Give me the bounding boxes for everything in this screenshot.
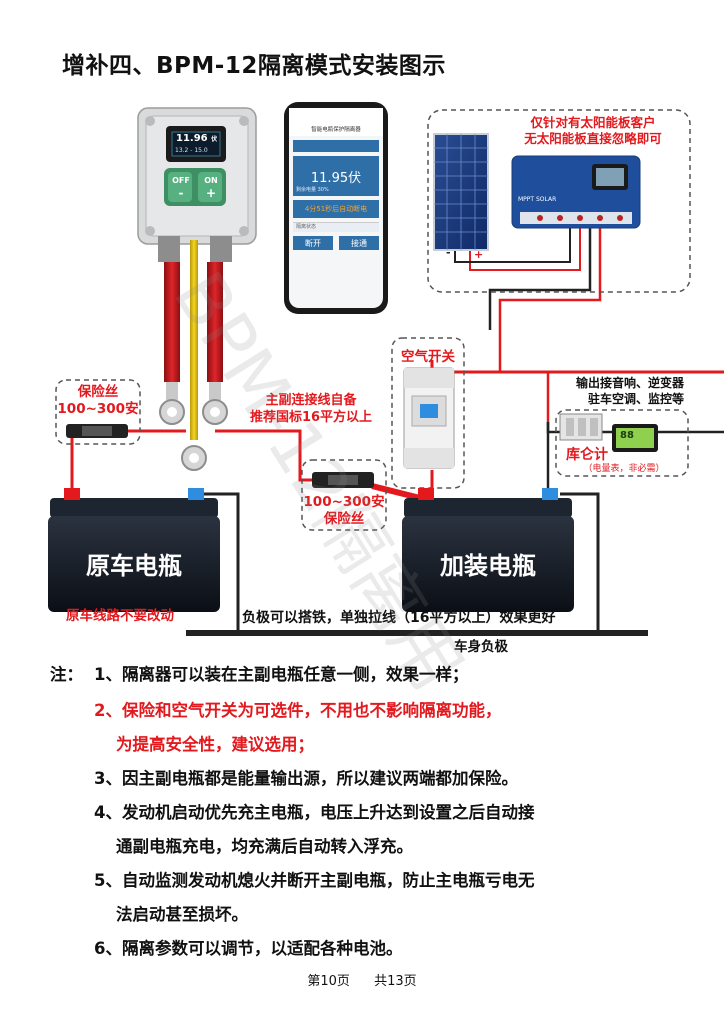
device-off-button: OFF [172,176,190,185]
note-item: 6、隔离参数可以调节，以适配各种电池。 [94,939,403,958]
solar-plus-icon: + [474,248,484,261]
meter-display: 88 [620,430,634,441]
phone-voltage: 11.95伏 [310,171,362,186]
page-number: 第10页 [307,974,350,989]
fuse-middle [312,472,374,488]
phone-countdown: 4分51秒后自动断电 [304,205,368,213]
phone-status: 剩余电量 30% [296,187,329,193]
note-item: 1、隔离器可以装在主副电瓶任意一侧，效果一样； [94,665,469,684]
meter-label: 库仑计 [566,447,608,463]
device-plus-icon: + [205,186,217,200]
battery-added-label: 加装电瓶 [440,552,536,580]
page-title: 增补四、BPM-12隔离模式安装图示 [62,53,446,79]
note-item: 5、自动监测发动机熄火并断开主副电瓶，防止主电瓶亏电无 [94,871,535,890]
device-on-button: ON [204,176,218,185]
phone-header: 智能电瓶保护隔离器 [311,127,361,133]
controller-brand: MPPT SOLAR [518,196,557,203]
device-minus-icon: - [178,186,184,200]
note-item: 2、保险和空气开关为可选件，不用也不影响隔离功能， [94,701,502,720]
notes-prefix: 注： [50,665,83,684]
meter-sub-label: （电量表，非必需） [583,464,665,474]
solar-note: 仅针对有太阳能板客户 无太阳能板直接忽略即可 [524,115,662,146]
isolator-device [137,107,257,262]
solar-minus-icon: - [446,246,451,259]
battery-original [48,488,220,612]
phone-sub: 隔离状态 [296,224,317,230]
fuse-left [66,424,128,438]
device-display-voltage: 11.96 伏 [176,133,218,144]
coulomb-meter [612,424,658,452]
fuse-middle-label: 100~300安 保险丝 [303,494,385,527]
note-item: 3、因主副电瓶都是能量输出源，所以建议两端都加保险。 [94,769,518,788]
wiring-diagram [48,102,724,636]
breaker-label: 空气开关 [401,349,455,365]
air-breaker [403,367,455,469]
solar-controller [511,155,641,229]
device-display-range: 13.2 - 15.0 [175,147,208,154]
note-item: 为提高安全性，建议选用； [116,735,314,754]
note-item: 法启动甚至损坏。 [116,905,248,924]
page-total: 共13页 [374,974,417,989]
battery-added [402,488,574,612]
left-note: 原车线路不要改动 [66,608,174,624]
fuse-left-label: 保险丝 100~300安 [57,384,139,417]
phone-connect-button: 接通 [351,239,367,248]
negative-note: 负极可以搭铁，单独拉线（16平方以上）效果更好 [242,610,556,626]
chassis-label: 车身负极 [454,639,508,655]
phone-app [284,102,388,314]
phone-disconnect-button: 断开 [305,239,321,248]
note-item: 4、发动机启动优先充主电瓶，电压上升达到设置之后自动接 [94,803,535,822]
terminal-block [559,413,603,441]
output-label: 输出接音响、逆变器 驻车空调、监控等 [575,376,684,406]
main-wire-label: 主副连接线自备 推荐国标16平方以上 [249,393,373,425]
note-item: 通副电瓶充电，均充满后自动转入浮充。 [116,837,413,856]
solar-panel [433,133,489,251]
battery-original-label: 原车电瓶 [86,552,182,580]
page-footer: 第10页 共13页 [0,970,724,989]
